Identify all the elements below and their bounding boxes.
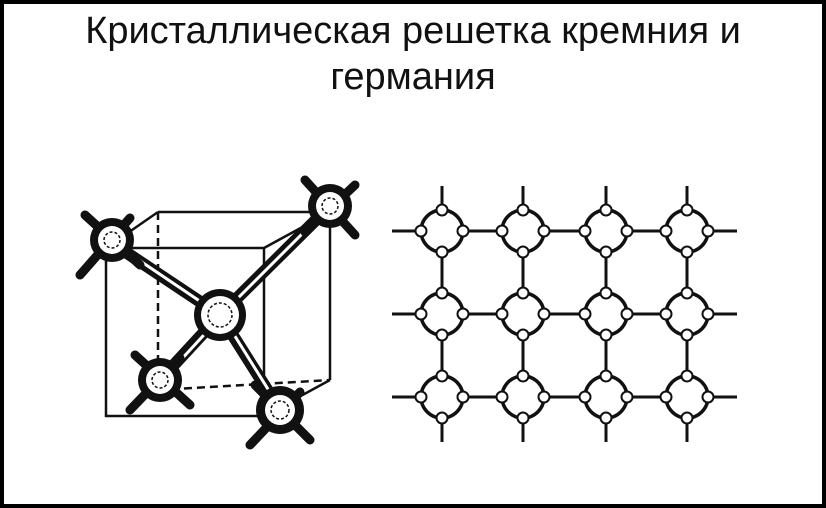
title-line-2: германия	[330, 56, 496, 98]
lattice-grid-figure	[392, 186, 737, 442]
slide-title: Кристаллическая решетка кремния и герман…	[4, 8, 822, 100]
slide: Кристаллическая решетка кремния и герман…	[4, 4, 822, 504]
atom-group	[90, 184, 352, 434]
title-line-1: Кристаллическая решетка кремния и	[85, 10, 741, 52]
tetrahedral-cell-figure	[75, 175, 360, 450]
